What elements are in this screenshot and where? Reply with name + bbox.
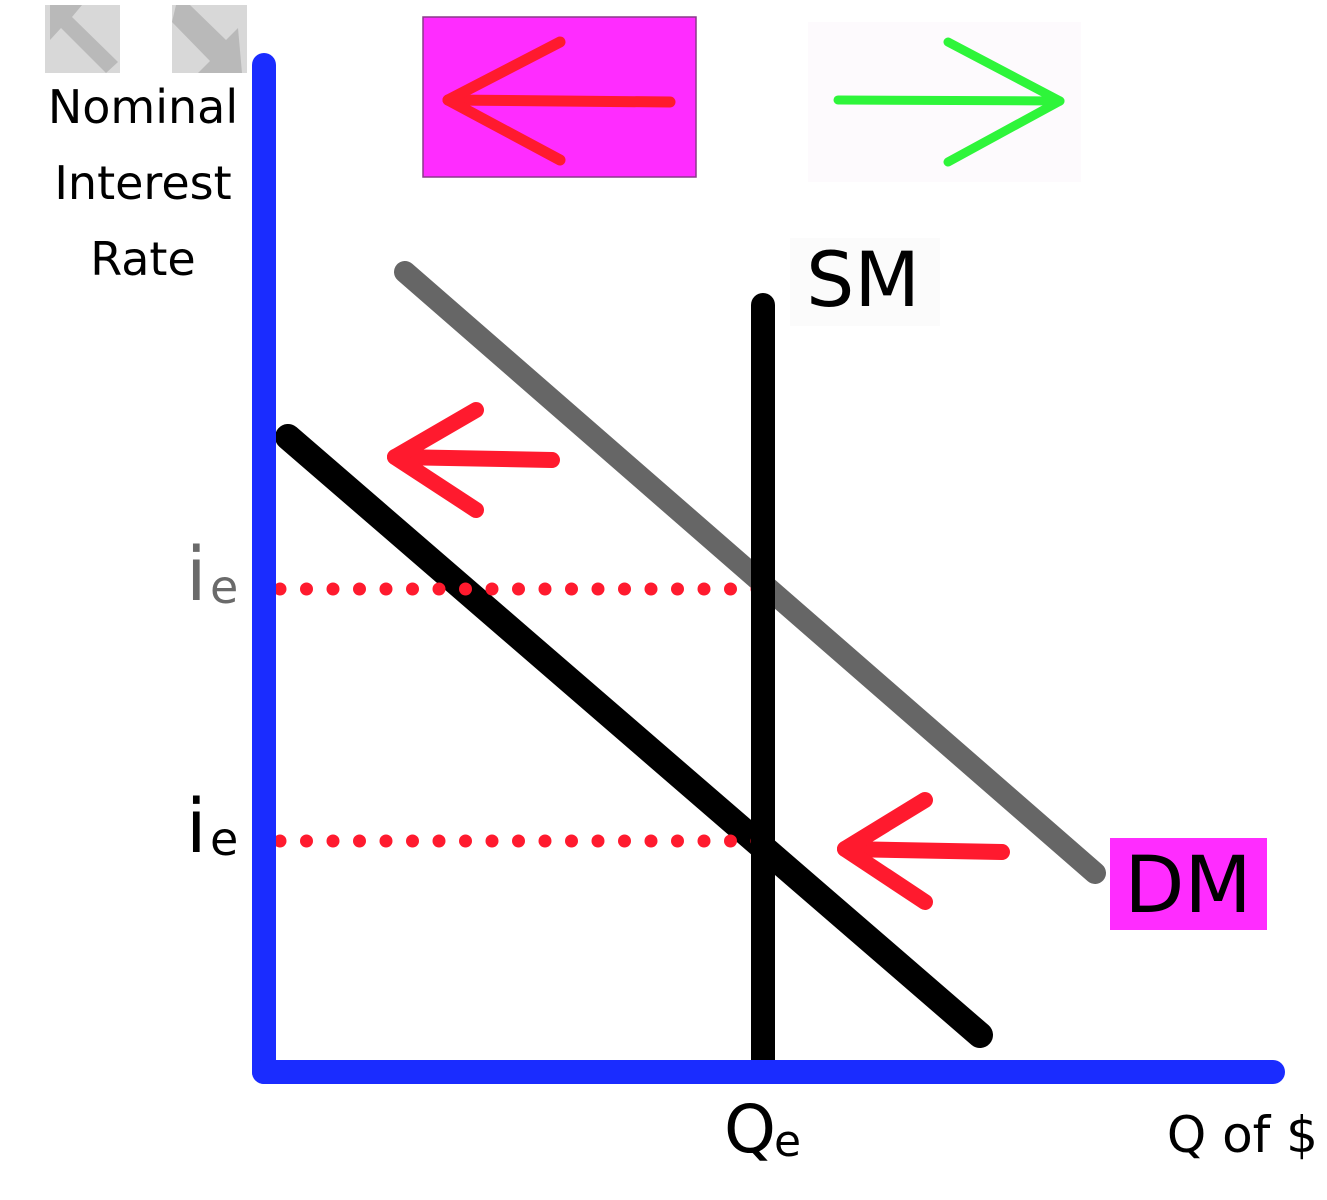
svg-text:e: e [210, 812, 238, 866]
svg-text:e: e [774, 1116, 801, 1167]
demand-curve-label-box [1110, 838, 1267, 930]
shift-arrow-upper-icon [387, 402, 560, 518]
demand-curve-shifted [275, 424, 993, 1048]
axes [252, 53, 1285, 1084]
x-axis-label: Q of $ [1167, 1106, 1318, 1164]
y-axis-label-line-3: Rate [90, 232, 195, 286]
demand-curve-original [394, 261, 1106, 884]
x-marker: Q e [724, 1091, 801, 1168]
shift-arrow-lower-icon [837, 792, 1010, 910]
arrows-out-icon[interactable] [172, 5, 247, 73]
svg-text:i: i [186, 532, 207, 618]
y-marker-lower: i e [186, 784, 238, 870]
y-marker-upper: i e [186, 532, 238, 618]
shift-right-button[interactable] [808, 22, 1081, 182]
arrow-left-icon [442, 36, 676, 166]
arrows-in-icon[interactable] [45, 5, 120, 73]
arrow-right-icon [833, 37, 1065, 167]
shift-left-button[interactable] [422, 16, 697, 178]
svg-text:e: e [210, 560, 238, 614]
y-axis-label-line-1: Nominal [48, 80, 238, 134]
supply-curve-label: SM [806, 235, 920, 324]
y-axis-label-line-2: Interest [54, 156, 231, 210]
svg-text:Q: Q [724, 1091, 776, 1168]
svg-text:i: i [186, 784, 207, 870]
demand-curve-label: DM [1124, 841, 1251, 931]
